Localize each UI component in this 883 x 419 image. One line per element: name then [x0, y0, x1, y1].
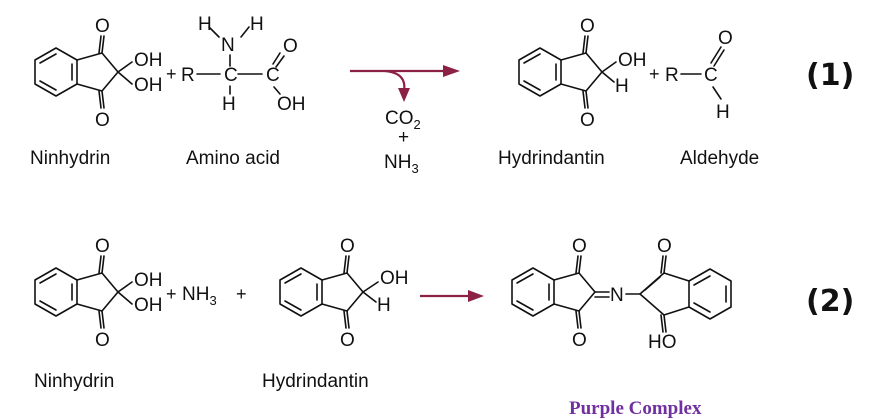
ninhydrin-structure-2: O O OH OH	[34, 236, 163, 351]
purple-complex-nitrogen: N	[610, 285, 624, 306]
carbonyl-oxygen: O	[283, 36, 298, 57]
ninhydrin-caption-1: Ninhydrin	[30, 148, 110, 169]
hydrindantin-oxygen-top-2: O	[340, 236, 355, 257]
hydrindantin-oxygen-bottom-2: O	[340, 330, 355, 351]
ninhydrin-oxygen-top: O	[95, 16, 110, 37]
amine-hydrogen-right: H	[250, 14, 264, 35]
side-products: CO2 + NH3	[384, 108, 421, 176]
amino-acid-structure: H N H R C C H O OH	[181, 14, 306, 115]
purple-complex-oxygen-2: O	[572, 330, 587, 351]
reaction-arrow-1	[350, 65, 460, 102]
aldehyde-r-group: R	[665, 65, 679, 86]
reaction-2: O O OH OH Ninhydrin + NH3 + O O OH H Hyd…	[34, 236, 854, 419]
carboxyl-hydroxyl: OH	[277, 94, 306, 115]
ammonia-label-2: NH3	[182, 284, 217, 308]
amino-acid-caption: Amino acid	[186, 148, 280, 169]
carboxyl-carbon: C	[266, 65, 280, 86]
hydrindantin-hydrogen-2: H	[377, 295, 391, 316]
ninhydrin-oxygen-top-2: O	[95, 236, 110, 257]
aldehyde-carbon: C	[704, 65, 718, 86]
amine-hydrogen-left: H	[198, 14, 212, 35]
hydrindantin-structure-1: O O OH H	[518, 16, 647, 131]
purple-complex-caption: Purple Complex	[569, 398, 702, 419]
ninhydrin-hydroxyl-top-2: OH	[134, 270, 163, 291]
aldehyde-caption: Aldehyde	[680, 148, 759, 169]
ninhydrin-structure-1: O O OH OH	[34, 16, 163, 131]
ninhydrin-oxygen-bottom-2: O	[95, 330, 110, 351]
plus-sign-1a: +	[166, 64, 177, 84]
ninhydrin-oxygen-bottom: O	[95, 110, 110, 131]
carbon-dioxide-label: CO2	[385, 108, 421, 132]
equation-label-1: (1)	[806, 58, 854, 93]
reaction-arrow-2	[420, 290, 484, 302]
plus-sign-1b: +	[649, 64, 660, 84]
hydrindantin-structure-2: O O OH H	[279, 236, 409, 351]
ninhydrin-caption-2: Ninhydrin	[34, 371, 114, 392]
purple-complex-oxygen-3: O	[657, 236, 672, 257]
purple-complex-oxygen-1: O	[572, 236, 587, 257]
ninhydrin-hydroxyl-bottom: OH	[134, 75, 163, 96]
amine-nitrogen: N	[221, 35, 235, 56]
aldehyde-hydrogen: H	[716, 102, 730, 123]
hydrindantin-hydrogen: H	[615, 76, 629, 97]
hydrindantin-caption-1: Hydrindantin	[498, 148, 605, 169]
purple-complex-hydroxyl: HO	[648, 332, 677, 353]
reaction-1: O O OH OH Ninhydrin + H N H R C C H O OH…	[30, 14, 854, 176]
ammonia-label-1: NH3	[384, 152, 419, 176]
alpha-hydrogen: H	[222, 94, 236, 115]
equation-label-2: (2)	[806, 284, 854, 319]
purple-complex-structure: N O O O HO	[511, 236, 732, 353]
plus-sign-2b: +	[236, 284, 247, 304]
r-group: R	[181, 65, 195, 86]
hydrindantin-oxygen-bottom: O	[580, 110, 595, 131]
aldehyde-structure: R C O H	[665, 28, 733, 123]
ninhydrin-hydroxyl-bottom-2: OH	[134, 295, 163, 316]
hydrindantin-hydroxyl-2: OH	[380, 268, 409, 289]
ninhydrin-hydroxyl-top: OH	[134, 50, 163, 71]
aldehyde-oxygen: O	[718, 28, 733, 49]
alpha-carbon: C	[224, 65, 238, 86]
hydrindantin-hydroxyl: OH	[618, 50, 647, 71]
hydrindantin-caption-2: Hydrindantin	[262, 371, 369, 392]
hydrindantin-oxygen-top: O	[580, 16, 595, 37]
side-products-plus: +	[398, 127, 409, 148]
plus-sign-2a: +	[166, 284, 177, 304]
